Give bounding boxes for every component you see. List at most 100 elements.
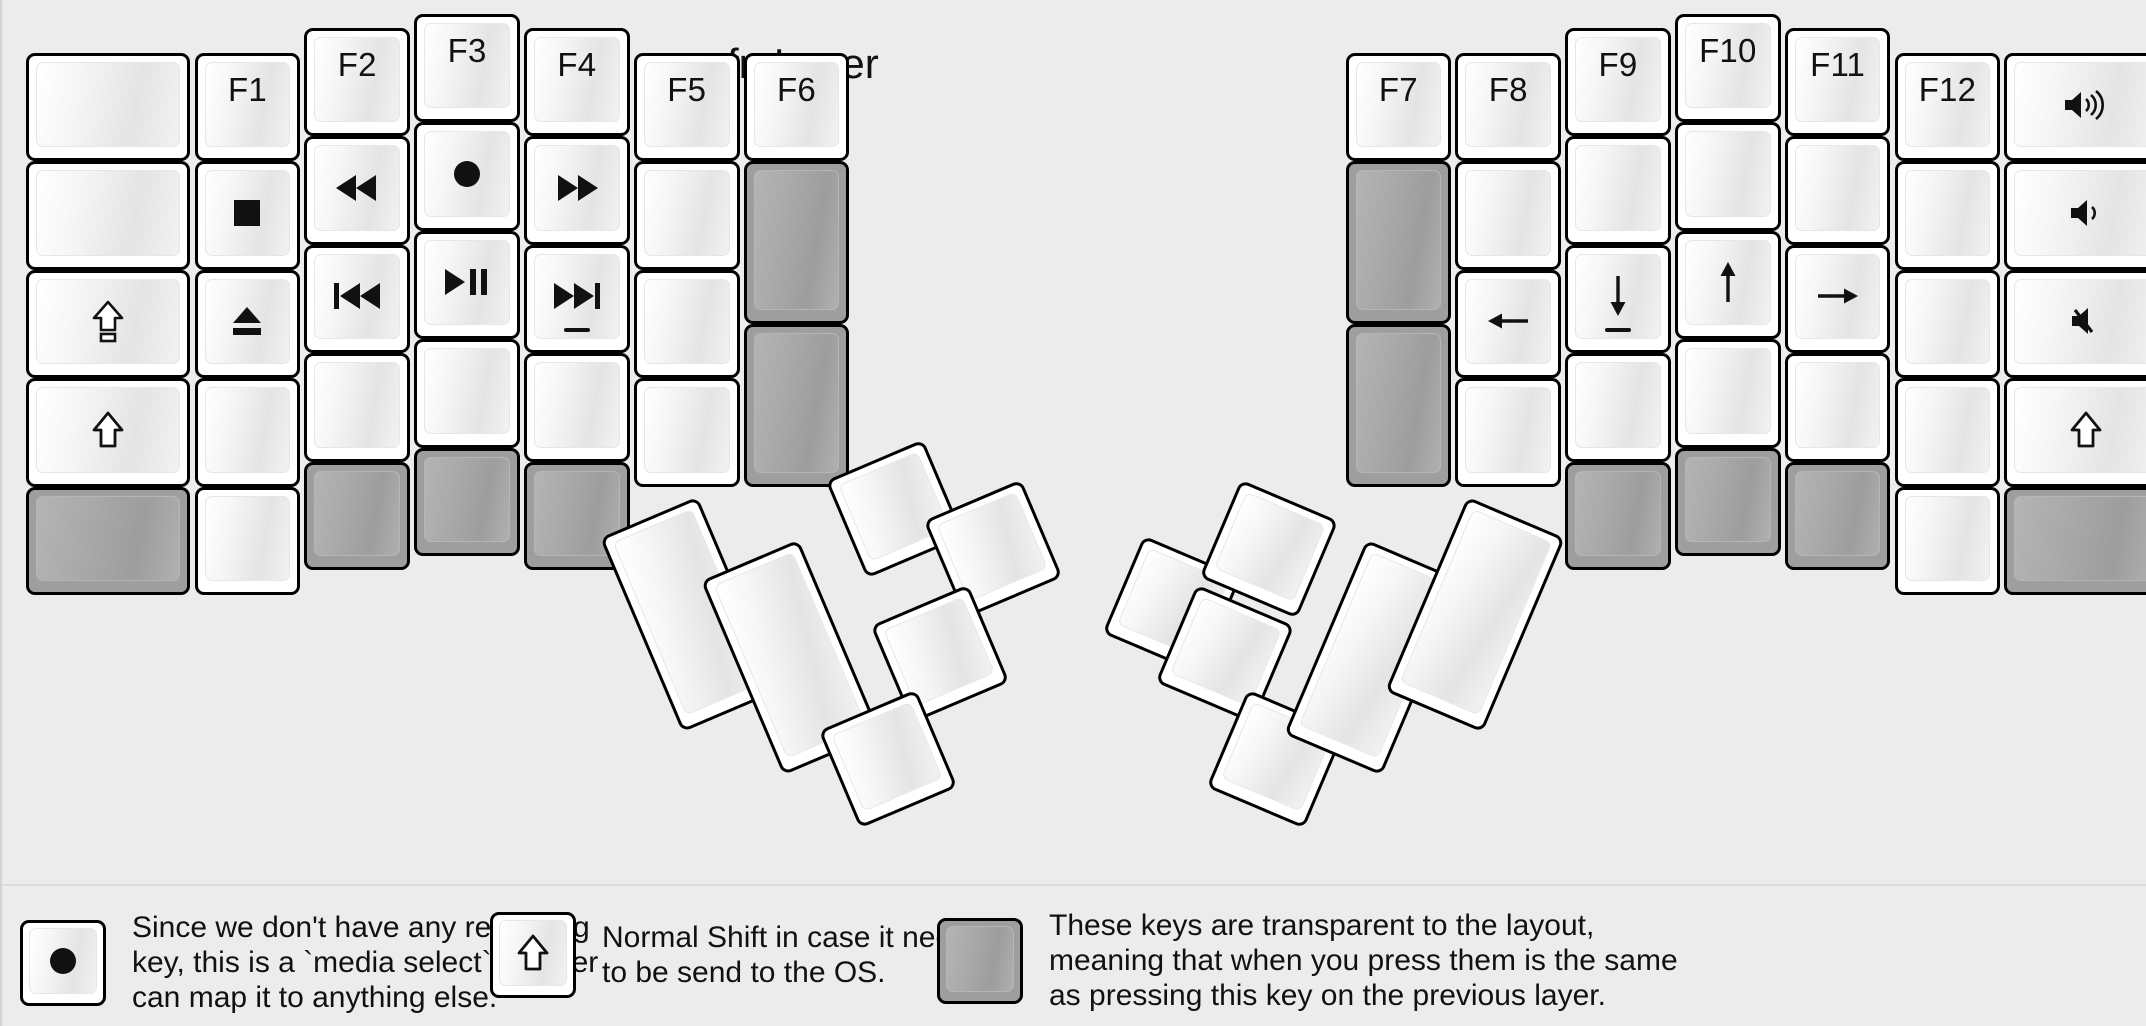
key-arrow-right[interactable]: [1784, 244, 1891, 354]
key-f9[interactable]: F9: [1565, 27, 1671, 137]
legend-item: These keys are transparent to the layout…: [937, 908, 1678, 1013]
key-blank[interactable]: [1894, 378, 2001, 487]
keycap-face: [424, 348, 510, 434]
key-transparent[interactable]: [1345, 323, 1452, 487]
key-blank[interactable]: [1565, 136, 1671, 245]
keycap-face: [643, 387, 730, 473]
key-blank[interactable]: [1784, 136, 1891, 245]
keycap-face: F4: [534, 36, 620, 123]
key-f2[interactable]: F2: [304, 27, 411, 137]
key-blank[interactable]: [194, 378, 301, 487]
key-capslock[interactable]: [26, 269, 191, 379]
key-f8[interactable]: F8: [1455, 52, 1561, 162]
key-blank[interactable]: [1894, 161, 2001, 270]
keycap-face: [1685, 348, 1771, 434]
key-blank[interactable]: [1894, 486, 2001, 595]
key-blank[interactable]: [633, 269, 740, 379]
key-f5[interactable]: F5: [633, 52, 740, 162]
key-f11[interactable]: F11: [1784, 27, 1891, 137]
keycap-face: [2014, 170, 2146, 256]
key-legend-text: F2: [337, 45, 377, 83]
key-f10[interactable]: F10: [1675, 13, 1781, 123]
keycap-face: [204, 278, 291, 365]
key-transparent[interactable]: [2004, 486, 2146, 595]
keycap-face: [2014, 495, 2146, 581]
keycap-face: [2014, 387, 2146, 473]
keycap-face: [1904, 387, 1991, 473]
arrow-right-icon: [1816, 282, 1860, 310]
keycap-face: [534, 470, 620, 556]
key-blank[interactable]: [1784, 353, 1891, 462]
keycap-face: [534, 253, 620, 340]
keycap-face: [1575, 470, 1661, 556]
key-f1[interactable]: F1: [194, 52, 301, 162]
keycap-face: F10: [1685, 22, 1771, 109]
key-prev-track[interactable]: [304, 244, 411, 354]
key-blank[interactable]: [1565, 353, 1671, 462]
key-volume-up[interactable]: [2004, 52, 2146, 162]
key-transparent[interactable]: [414, 447, 520, 557]
legend-item: Normal Shift in case it needs to be send…: [490, 912, 984, 998]
key-transparent[interactable]: [304, 461, 411, 570]
key-blank[interactable]: [633, 161, 740, 270]
key-f12[interactable]: F12: [1894, 52, 2001, 162]
key-next-track[interactable]: [524, 244, 630, 354]
key-shift[interactable]: [2004, 378, 2146, 487]
key-transparent[interactable]: [743, 323, 850, 487]
keycap-face: F5: [643, 61, 730, 148]
key-fast-forward[interactable]: [524, 136, 630, 245]
key-transparent[interactable]: [1345, 161, 1452, 324]
key-blank[interactable]: [194, 486, 301, 595]
key-f7[interactable]: F7: [1345, 52, 1452, 162]
key-blank[interactable]: [26, 52, 191, 162]
homing-bump-indicator: [1605, 328, 1631, 333]
keycap-face: [643, 170, 730, 256]
key-volume-mute[interactable]: [2004, 269, 2146, 379]
key-play-pause[interactable]: [414, 230, 520, 340]
key-transparent[interactable]: [1565, 461, 1671, 570]
keycap-face: F9: [1575, 36, 1661, 123]
key-blank[interactable]: [524, 353, 630, 462]
key-f4[interactable]: F4: [524, 27, 630, 137]
key-blank[interactable]: [1455, 378, 1561, 487]
key-eject[interactable]: [194, 269, 301, 379]
key-volume-down[interactable]: [2004, 161, 2146, 270]
legend-description: These keys are transparent to the layout…: [1049, 909, 1678, 1013]
key-blank[interactable]: [1675, 122, 1781, 231]
keycap-face: [1904, 278, 1991, 365]
key-blank[interactable]: [1675, 339, 1781, 448]
key-blank[interactable]: [26, 161, 191, 270]
stop-icon: [229, 195, 265, 231]
key-transparent[interactable]: [743, 161, 850, 324]
key-blank[interactable]: [414, 339, 520, 448]
keycap-face: F8: [1465, 61, 1551, 148]
key-transparent[interactable]: [524, 461, 630, 570]
keycap-face: [1794, 362, 1881, 448]
key-stop[interactable]: [194, 161, 301, 270]
key-transparent[interactable]: [1675, 447, 1781, 557]
key-record[interactable]: [414, 122, 520, 231]
key-arrow-left[interactable]: [1455, 269, 1561, 379]
key-f3[interactable]: F3: [414, 13, 520, 123]
key-f6[interactable]: F6: [743, 52, 850, 162]
key-blank[interactable]: [633, 378, 740, 487]
keycap-face: [314, 253, 401, 340]
key-arrow-up[interactable]: [1675, 230, 1781, 340]
keycap-face: [534, 362, 620, 448]
keycap-face: [1575, 253, 1661, 340]
key-arrow-down[interactable]: [1565, 244, 1671, 354]
key-legend-text: F1: [227, 70, 267, 108]
key-blank[interactable]: [304, 353, 411, 462]
key-transparent[interactable]: [1784, 461, 1891, 570]
key-blank[interactable]: [1894, 269, 2001, 379]
key-blank[interactable]: [1455, 161, 1561, 270]
key-rewind[interactable]: [304, 136, 411, 245]
keycap-face: [499, 920, 567, 986]
key-shift[interactable]: [26, 378, 191, 487]
keycap-face: [1399, 508, 1552, 716]
key-transparent[interactable]: [26, 486, 191, 595]
keycap-face: [935, 492, 1048, 602]
keycap-face: [831, 701, 943, 812]
record-icon: [447, 154, 487, 194]
